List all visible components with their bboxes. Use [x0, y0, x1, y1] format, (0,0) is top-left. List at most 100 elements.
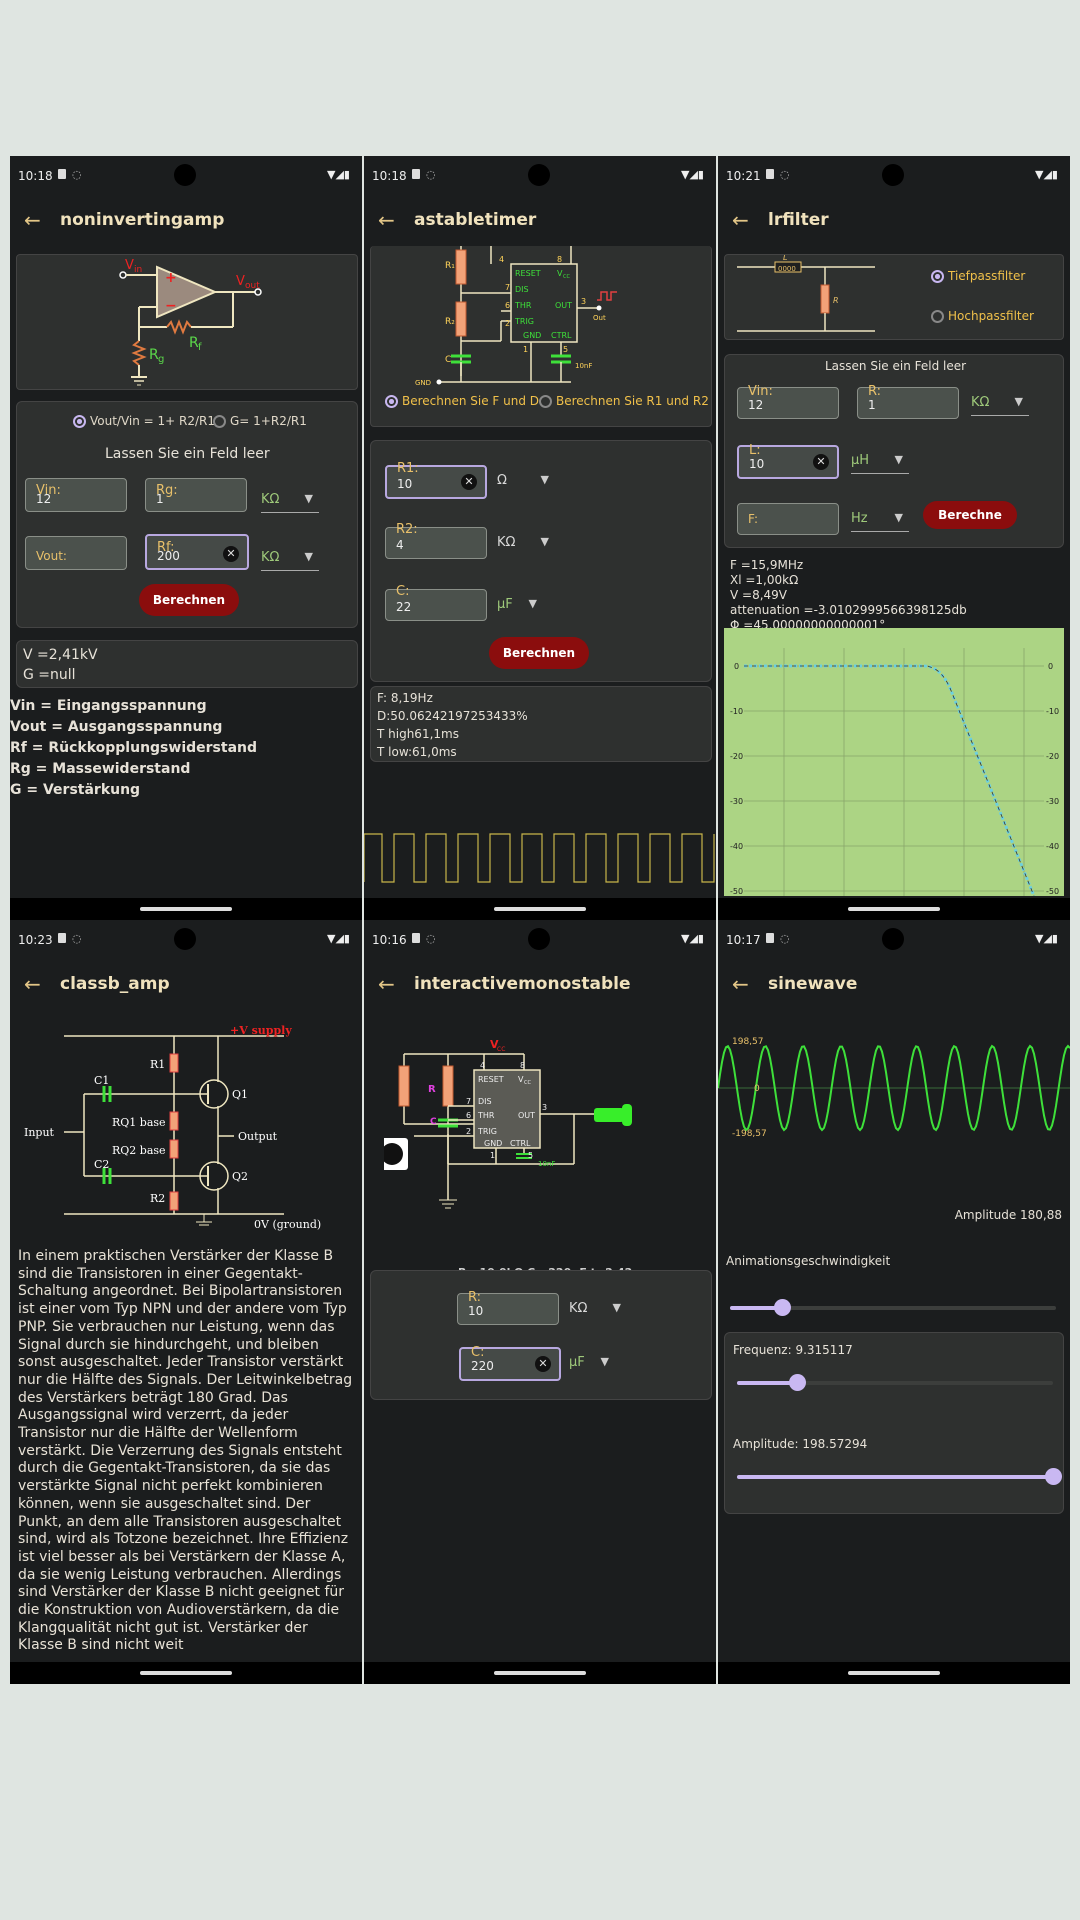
dropdown-arrow-icon: ▼: [528, 597, 537, 610]
radio-vout-vin[interactable]: Vout/Vin = 1+ R2/R1: [73, 414, 215, 428]
page-title: noninvertingamp: [60, 210, 225, 230]
page-title: sinewave: [768, 974, 858, 994]
c-field[interactable]: C:220✕: [459, 1345, 561, 1381]
q1-label: Q1: [232, 1088, 248, 1101]
berechne-button[interactable]: Berechne: [923, 501, 1017, 529]
radio-tiefpass[interactable]: Tiefpassfilter: [931, 269, 1025, 283]
back-arrow-icon[interactable]: ←: [24, 208, 41, 232]
animation-speed-label: Animationsgeschwindigkeit: [726, 1254, 891, 1268]
c-unit-dropdown[interactable]: µF▼: [569, 1355, 609, 1370]
home-indicator[interactable]: [848, 907, 940, 911]
svg-text:-50: -50: [730, 887, 743, 896]
radio-selected-icon: [73, 415, 86, 428]
status-bar: 10:18 ◌ ▼◢▮: [10, 156, 362, 196]
rg-field[interactable]: Rg:1: [145, 478, 247, 512]
wifi-signal-battery-icon: ▼◢▮: [681, 168, 704, 181]
back-arrow-icon[interactable]: ←: [732, 208, 749, 232]
r-field[interactable]: R:10: [457, 1290, 559, 1325]
rf-unit-dropdown[interactable]: KΩ▼: [261, 550, 319, 571]
app-bar: ← classb_amp: [10, 960, 362, 1010]
panel-interactivemonostable: 10:16 ◌ ▼◢▮ ← interactivemonostable: [364, 920, 716, 1684]
animation-speed-slider[interactable]: [730, 1299, 1056, 1316]
home-indicator[interactable]: [494, 1671, 586, 1675]
c-label: C: [430, 1117, 437, 1127]
svg-text:RESET: RESET: [478, 1075, 504, 1084]
berechnen-button[interactable]: Berechnen: [489, 637, 589, 669]
svg-text:CC: CC: [563, 274, 570, 280]
l-unit-dropdown[interactable]: µH▼: [851, 453, 909, 474]
clear-icon[interactable]: ✕: [813, 454, 829, 470]
home-indicator[interactable]: [140, 1671, 232, 1675]
rg-unit-dropdown[interactable]: KΩ▼: [261, 492, 319, 513]
svg-text:8: 8: [520, 1061, 525, 1070]
legend-vout: Vout = Ausgangsspannung: [10, 719, 223, 735]
r-unit-dropdown[interactable]: KΩ▼: [569, 1301, 621, 1316]
clear-icon[interactable]: ✕: [223, 546, 239, 562]
radio-calc-r1-r2[interactable]: Berechnen Sie R1 und R2: [539, 394, 709, 408]
svg-text:GND: GND: [484, 1139, 502, 1148]
f-unit-dropdown[interactable]: Hz▼: [851, 511, 909, 532]
slider-thumb[interactable]: [774, 1299, 792, 1316]
network-icon: ◌: [72, 932, 82, 945]
clear-icon[interactable]: ✕: [461, 474, 477, 490]
slider-thumb[interactable]: [789, 1374, 807, 1391]
slider-thumb[interactable]: [1045, 1468, 1062, 1485]
back-arrow-icon[interactable]: ←: [378, 972, 395, 996]
home-indicator[interactable]: [848, 1671, 940, 1675]
amplitude-text: Amplitude 180,88: [954, 1208, 1062, 1222]
vin-field[interactable]: Vin:12: [737, 384, 839, 419]
camera-cutout: [882, 164, 904, 186]
wave-zero-label: 0: [754, 1084, 760, 1094]
nav-bar: [10, 898, 362, 920]
r1-unit-dropdown[interactable]: Ω▼: [497, 473, 549, 488]
svg-text:-20: -20: [1046, 752, 1059, 761]
wave-max-label: 198,57: [732, 1037, 764, 1047]
berechnen-button[interactable]: Berechnen: [139, 584, 239, 616]
f-field[interactable]: F:: [737, 503, 839, 535]
svg-text:THR: THR: [477, 1111, 495, 1120]
clear-icon[interactable]: ✕: [535, 1356, 551, 1372]
svg-text:CTRL: CTRL: [551, 331, 572, 340]
svg-text:-40: -40: [730, 842, 743, 851]
rf-field[interactable]: Rf:200✕: [145, 534, 249, 570]
back-arrow-icon[interactable]: ←: [24, 972, 41, 996]
ground-label: 0V (ground): [254, 1218, 321, 1231]
svg-text:THR: THR: [514, 301, 532, 310]
result-g: G =null: [23, 667, 76, 683]
slider-fill: [737, 1475, 1053, 1479]
back-arrow-icon[interactable]: ←: [732, 972, 749, 996]
vin-field[interactable]: Vin:12: [25, 478, 127, 512]
r-unit-dropdown[interactable]: KΩ▼: [971, 395, 1029, 416]
svg-text:8: 8: [557, 255, 562, 264]
c-label: C: [445, 355, 451, 365]
c-unit-dropdown[interactable]: µF▼: [497, 597, 537, 612]
vout-label: V: [236, 274, 245, 289]
amplitude-slider[interactable]: [737, 1468, 1062, 1485]
c-field[interactable]: C:22: [385, 584, 487, 621]
back-arrow-icon[interactable]: ←: [378, 208, 395, 232]
rf-label: R: [189, 335, 199, 351]
dropdown-arrow-icon: ▼: [894, 511, 903, 524]
vout-field[interactable]: Vout:: [25, 536, 127, 570]
nav-bar: [718, 1662, 1070, 1684]
vin-sub-label: in: [134, 265, 142, 275]
radio-hochpass[interactable]: Hochpassfilter: [931, 309, 1034, 323]
home-indicator[interactable]: [494, 907, 586, 911]
r2-unit-dropdown[interactable]: KΩ▼: [497, 535, 549, 550]
network-icon: ◌: [780, 168, 790, 181]
svg-text:OUT: OUT: [555, 301, 572, 310]
page-title: lrfilter: [768, 210, 829, 230]
home-indicator[interactable]: [140, 907, 232, 911]
r2-field[interactable]: R2:4: [385, 522, 487, 559]
r1-field[interactable]: R1:10✕: [385, 461, 487, 499]
radio-gain[interactable]: G= 1+R2/R1: [213, 414, 307, 428]
vcc-label: V: [490, 1038, 499, 1051]
svg-text:2: 2: [505, 319, 510, 328]
radio-calc-f-d[interactable]: Berechnen Sie F und D: [385, 394, 539, 408]
dropdown-arrow-icon: ▼: [612, 1301, 621, 1314]
r-label: R: [833, 296, 839, 305]
frequency-slider[interactable]: [737, 1374, 1053, 1391]
r-field[interactable]: R:1: [857, 384, 959, 419]
l-field[interactable]: L:10✕: [737, 443, 839, 479]
svg-text:-30: -30: [1046, 797, 1059, 806]
